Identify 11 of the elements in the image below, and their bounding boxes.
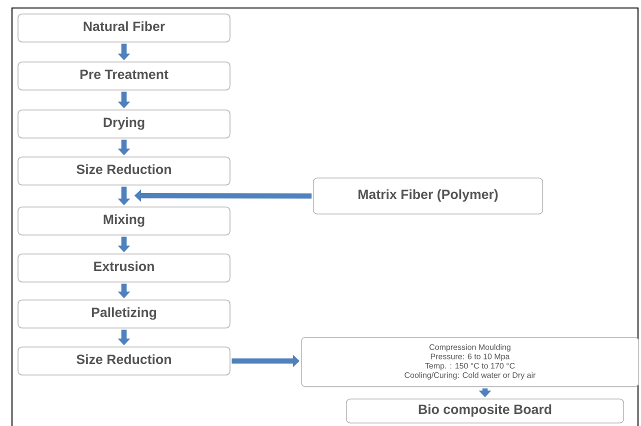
process-box: Bio composite Board	[346, 398, 624, 424]
process-box: Natural Fiber	[18, 14, 230, 42]
process-box: Size Reduction	[18, 156, 230, 186]
process-box: Matrix Fiber (Polymer)	[312, 178, 544, 214]
process-box: Palletizing	[18, 300, 230, 328]
process-box: Drying	[18, 110, 230, 138]
process-box: Mixing	[18, 206, 230, 236]
process-box: Extrusion	[18, 254, 230, 282]
process-box: Size Reduction	[18, 346, 230, 376]
process-box: Pre Treatment	[18, 62, 230, 90]
process-box: Compression Moulding Pressure: 6 to 10 Mpa Temp. : 150 °C to 170 °C Cooling/Curing: Cold water or Dry air	[300, 336, 640, 388]
